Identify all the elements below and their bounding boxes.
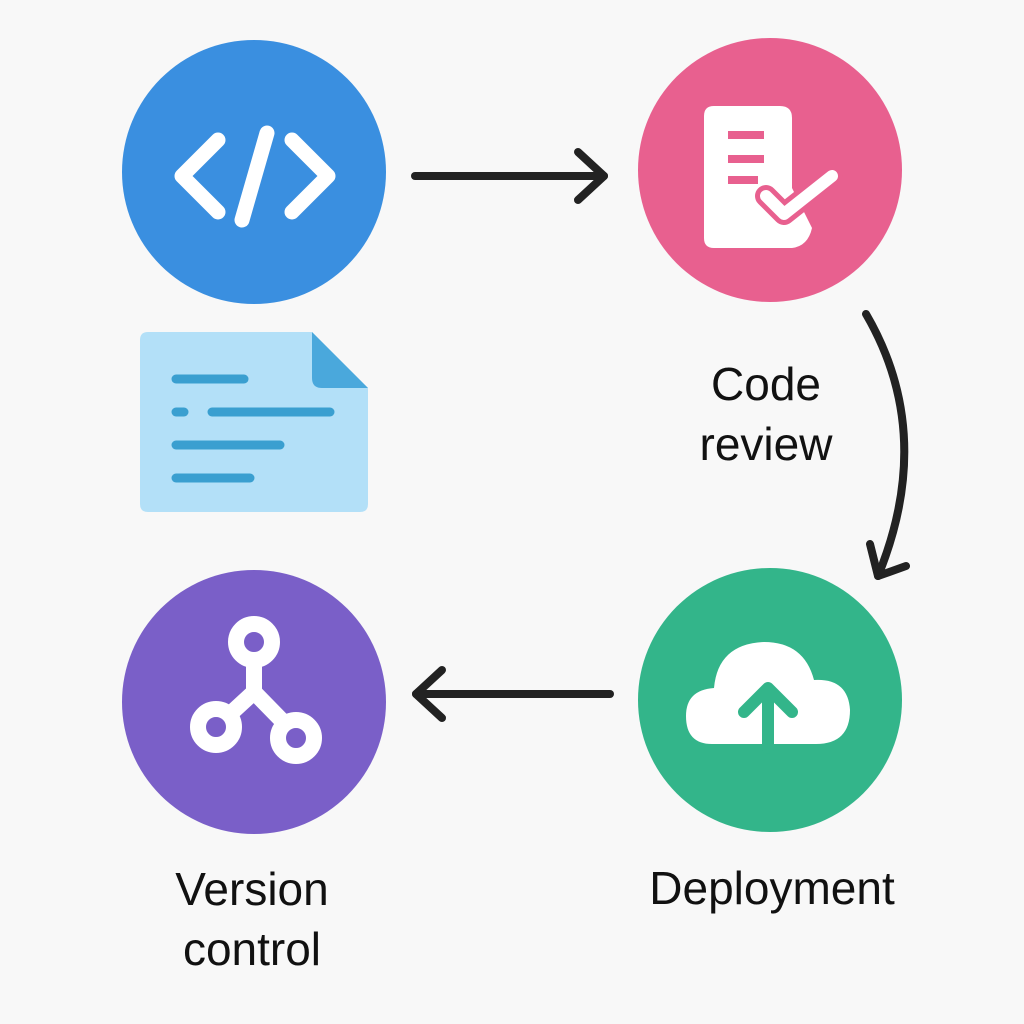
git-branch-icon — [190, 616, 322, 764]
arrow-code-to-review — [411, 148, 608, 204]
code-review-node — [638, 38, 902, 302]
arrow-deploy-to-version — [412, 666, 614, 722]
code-node — [122, 40, 386, 304]
version-control-label-line1: Version — [175, 863, 328, 915]
deployment-label: Deployment — [649, 862, 895, 914]
deployment-node — [638, 568, 902, 832]
code-review-label-line2: review — [700, 418, 834, 470]
version-control-node — [122, 570, 386, 834]
document-check-icon — [704, 106, 843, 248]
code-review-label-line1: Code — [711, 358, 821, 410]
version-control-label-line2: control — [183, 923, 321, 975]
arrow-review-to-deploy — [862, 310, 910, 580]
cloud-upload-icon — [686, 642, 850, 754]
file-text-icon — [140, 332, 368, 512]
code-brackets-icon — [174, 125, 336, 228]
